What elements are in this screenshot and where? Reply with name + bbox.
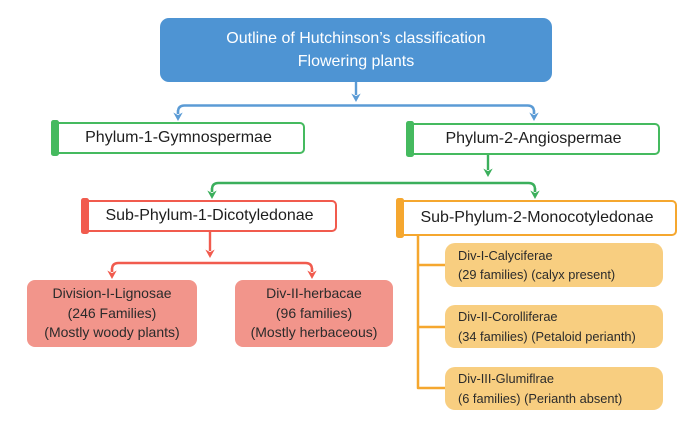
division-calyciferae-box: Div-I-Calyciferae (29 families) (calyx p… bbox=[445, 243, 663, 287]
title-box: Outline of Hutchinson’s classification F… bbox=[160, 18, 552, 82]
division-herbacae-note: (Mostly herbaceous) bbox=[250, 324, 378, 341]
division-corolliferae-detail: (34 families) (Petaloid perianth) bbox=[458, 328, 636, 344]
green-connector-angiospermae-to-subphyla bbox=[207, 155, 540, 199]
division-glumiflrae-name: Div-III-Glumiflrae bbox=[458, 371, 554, 387]
subphylum-monocotyledonae-label: Sub-Phylum-2-Monocotyledonae bbox=[420, 209, 654, 226]
subphylum-monocotyledonae-box: Sub-Phylum-2-Monocotyledonae bbox=[396, 198, 677, 238]
red-accent-bar bbox=[81, 198, 89, 234]
division-herbacae-name: Div-II-herbacae bbox=[266, 284, 362, 301]
orange-bracket-monocot-to-divisions bbox=[416, 236, 445, 390]
red-connector-dicot-to-divisions bbox=[107, 232, 317, 279]
phylum-gymnospermae-label: Phylum-1-Gymnospermae bbox=[85, 129, 272, 146]
division-lignosae-box: Division-I-Lignosae (246 Families) (Most… bbox=[27, 280, 197, 347]
division-glumiflrae-detail: (6 families) (Perianth absent) bbox=[458, 390, 623, 406]
division-herbacae-box: Div-II-herbacae (96 families) (Mostly he… bbox=[235, 280, 393, 347]
division-calyciferae-name: Div-I-Calyciferae bbox=[458, 247, 553, 263]
green-accent-bar bbox=[51, 120, 59, 156]
phylum-gymnospermae-box: Phylum-1-Gymnospermae bbox=[51, 120, 305, 156]
division-lignosae-note: (Mostly woody plants) bbox=[44, 324, 180, 341]
division-lignosae-name: Division-I-Lignosae bbox=[52, 284, 172, 301]
division-lignosae-families: (246 Families) bbox=[67, 304, 157, 321]
green-accent-bar bbox=[406, 121, 414, 157]
subphylum-dicotyledonae-label: Sub-Phylum-1-Dicotyledonae bbox=[105, 207, 314, 224]
division-calyciferae-detail: (29 families) (calyx present) bbox=[458, 267, 616, 282]
division-glumiflrae-box: Div-III-Glumiflrae (6 families) (Periant… bbox=[445, 367, 663, 410]
orange-accent-bar bbox=[396, 198, 404, 238]
division-corolliferae-name: Div-II-Corolliferae bbox=[458, 309, 558, 325]
title-line-2: Flowering plants bbox=[297, 53, 415, 70]
blue-connector-title-to-phyla bbox=[173, 82, 539, 121]
title-line-1: Outline of Hutchinson’s classification bbox=[226, 29, 486, 47]
phylum-angiospermae-label: Phylum-2-Angiospermae bbox=[445, 130, 622, 147]
division-herbacae-families: (96 families) bbox=[275, 304, 353, 321]
subphylum-dicotyledonae-box: Sub-Phylum-1-Dicotyledonae bbox=[81, 198, 337, 234]
division-corolliferae-box: Div-II-Corolliferae (34 families) (Petal… bbox=[445, 305, 663, 348]
phylum-angiospermae-box: Phylum-2-Angiospermae bbox=[406, 121, 660, 157]
